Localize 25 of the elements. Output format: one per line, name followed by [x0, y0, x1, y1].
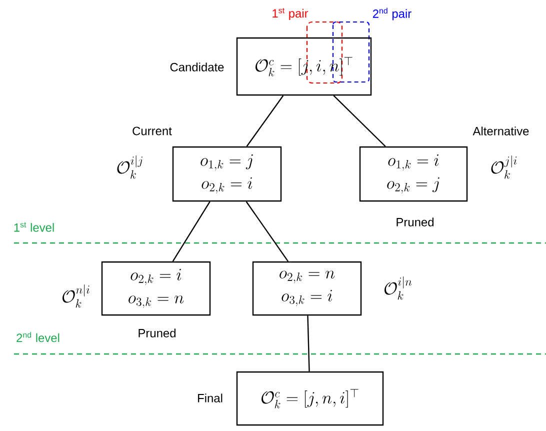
node-label: Candidate [170, 62, 224, 72]
connector-line [246, 95, 284, 147]
set-label: $\mathcal{O}_k^{n|i}$ [62, 284, 90, 308]
level-label: 2$^{nd}$ level [16, 332, 60, 342]
connector-line [333, 95, 386, 147]
node-label: Alternative [472, 126, 529, 136]
status-label: Pruned [396, 218, 434, 226]
set-label: $\mathcal{O}_k^{j|i}$ [491, 156, 517, 179]
level-label: 1$^{st}$ level [14, 222, 54, 232]
node-label: Current [132, 126, 172, 136]
connector-line [172, 201, 210, 262]
status-label: Pruned [138, 328, 176, 338]
connector-line [307, 316, 310, 372]
connector-line [246, 201, 289, 262]
state-box: $o_{2,k} = n$ $o_{3,k} = i$ [252, 261, 362, 316]
state-box: $\mathcal{O}_k^c = [j,i,n]^\top$ [236, 37, 372, 96]
state-box: $o_{1,k} = i$ $o_{2,k} = j$ [359, 146, 468, 202]
set-label: $\mathcal{O}_k^{i|n}$ [384, 276, 412, 300]
pair-label: 1$^{st}$ pair [272, 8, 308, 20]
pair-label: 2$^{nd}$ pair [372, 8, 412, 20]
state-box: $o_{1,k} = j$ $o_{2,k} = i$ [172, 146, 282, 202]
state-box: $o_{2,k} = i$ $o_{3,k} = n$ [101, 261, 211, 316]
set-label: $\mathcal{O}_k^{i|j}$ [117, 156, 142, 179]
node-label: Final [198, 394, 222, 402]
state-box: $\mathcal{O}_k^c = [j,n,i]^\top$ [236, 371, 384, 426]
